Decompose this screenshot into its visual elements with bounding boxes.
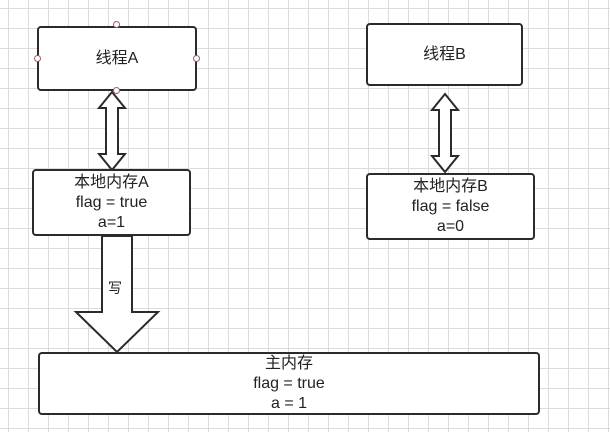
local-memory-b-flag: flag = false — [411, 197, 490, 215]
connection-handle-bottom[interactable] — [113, 87, 120, 94]
local-memory-b-value: a=0 — [436, 217, 465, 235]
connection-handle-left[interactable] — [34, 55, 41, 62]
arrow-thread-a-local-a — [96, 90, 128, 172]
main-memory-flag: flag = true — [253, 374, 325, 392]
connection-handle-right[interactable] — [193, 55, 200, 62]
local-memory-b-title: 本地内存B — [413, 177, 488, 195]
write-label: 写 — [108, 280, 122, 296]
thread-b-box: 线程B — [366, 23, 523, 86]
arrow-thread-b-local-b — [429, 92, 461, 174]
arrow-write — [73, 235, 161, 354]
thread-b-label: 线程B — [423, 45, 466, 63]
local-memory-a-box: 本地内存A flag = true a=1 — [32, 169, 191, 236]
thread-a-box: 线程A — [37, 26, 197, 91]
local-memory-b-box: 本地内存B flag = false a=0 — [366, 173, 535, 240]
local-memory-a-value: a=1 — [97, 213, 126, 231]
main-memory-title: 主内存 — [264, 354, 313, 372]
main-memory-box: 主内存 flag = true a = 1 — [38, 352, 540, 415]
local-memory-a-title: 本地内存A — [74, 173, 149, 191]
main-memory-value: a = 1 — [270, 394, 308, 412]
local-memory-a-flag: flag = true — [75, 193, 148, 211]
thread-a-label: 线程A — [95, 49, 139, 67]
connection-handle-top[interactable] — [113, 21, 120, 28]
